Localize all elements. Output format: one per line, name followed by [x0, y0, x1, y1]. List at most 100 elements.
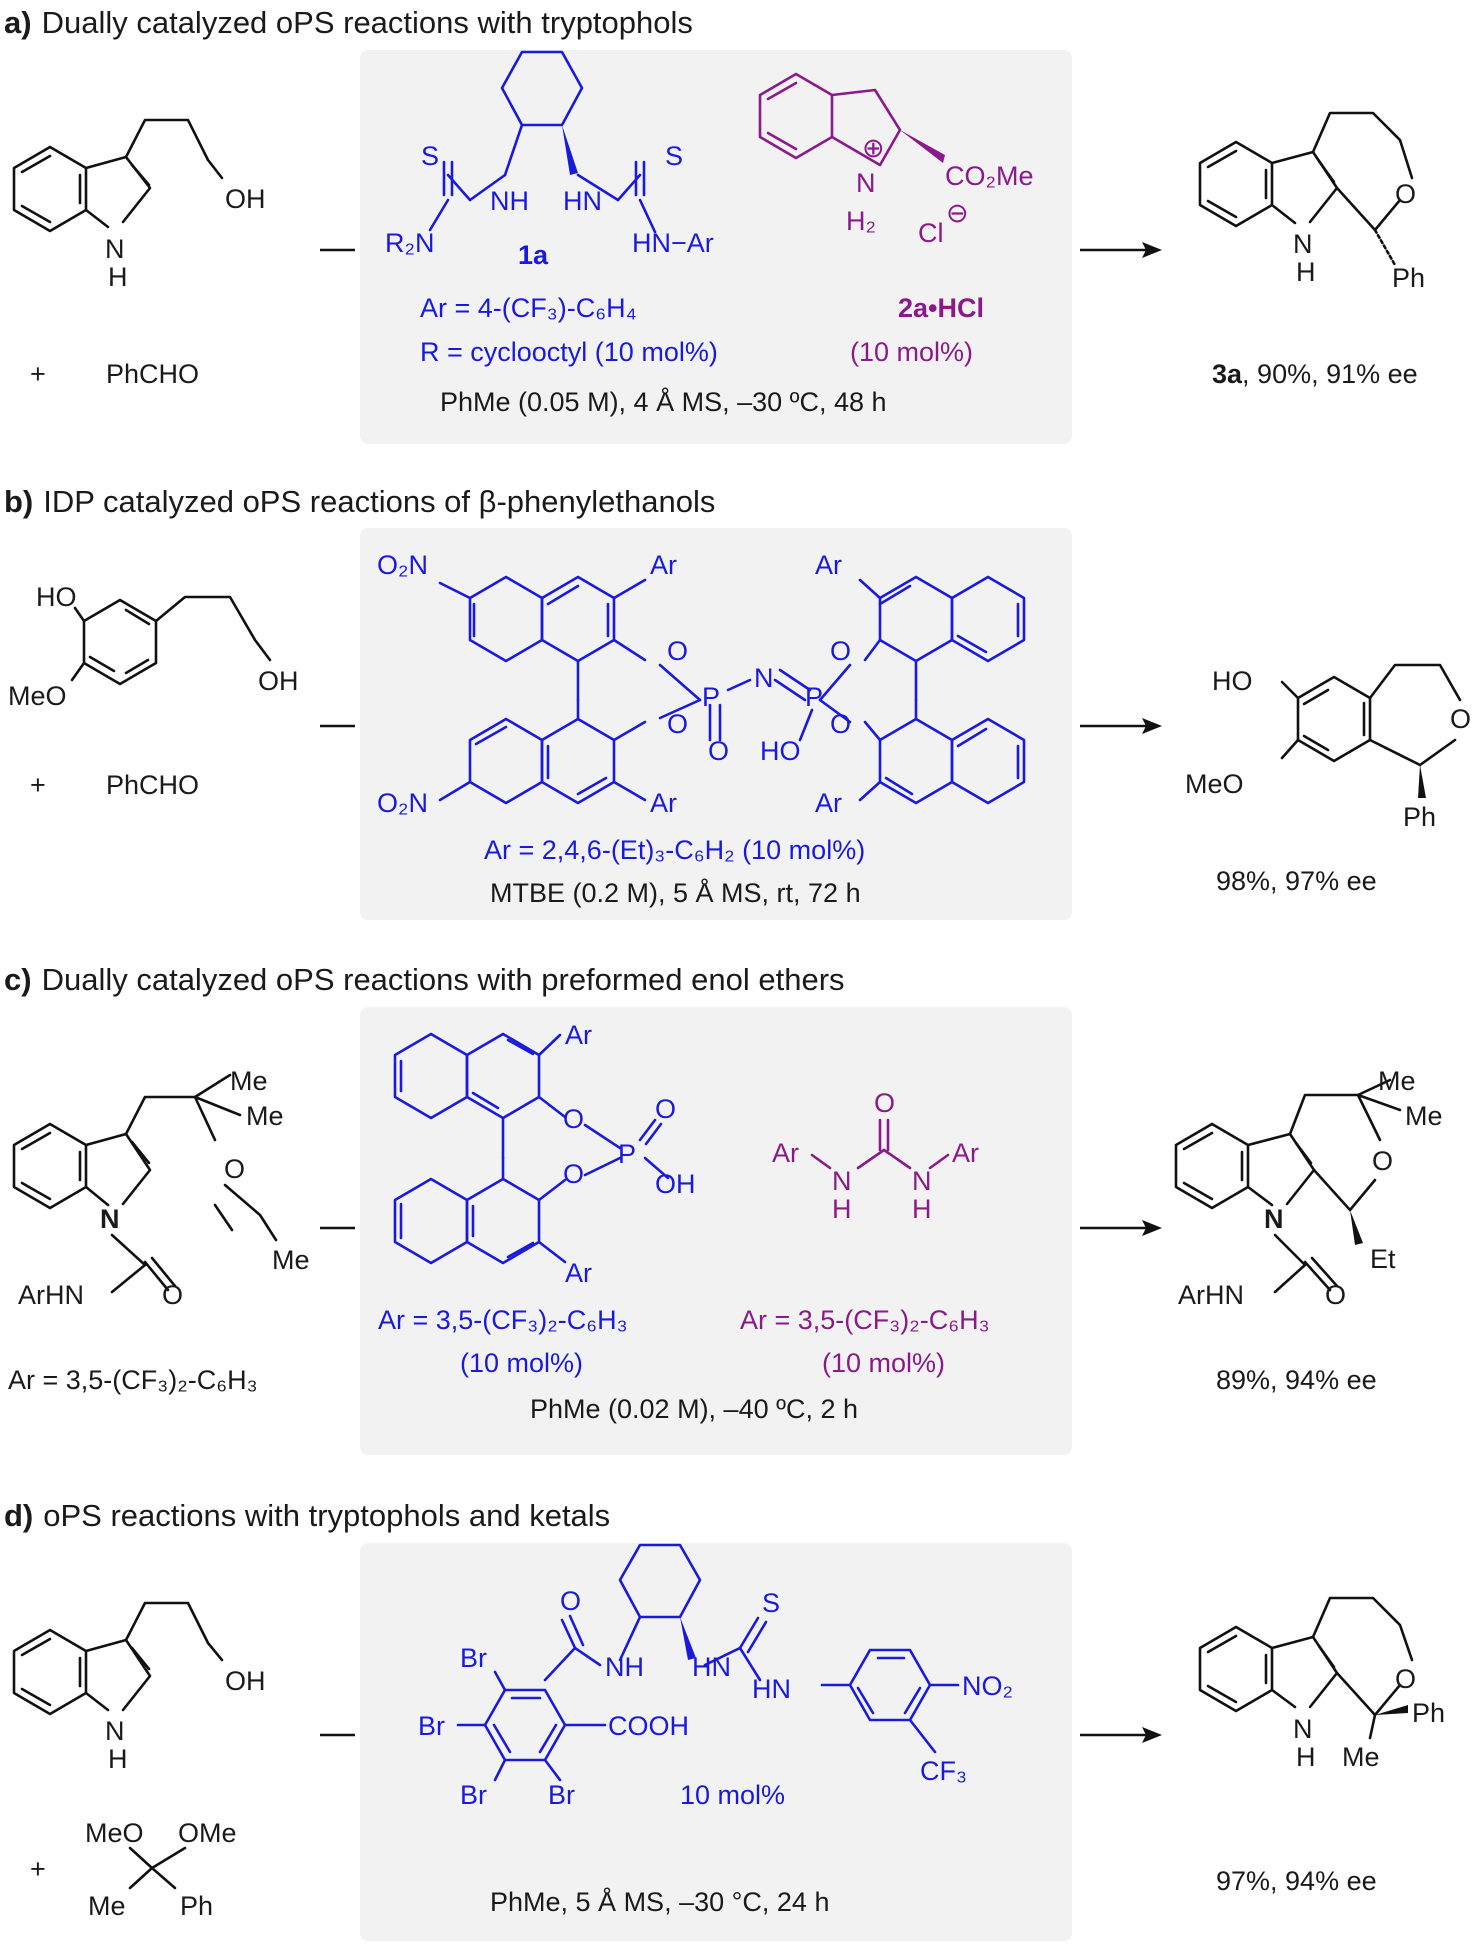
svg-text:P: P	[702, 682, 720, 712]
svg-text:Me: Me	[1405, 1101, 1443, 1131]
svg-text:H: H	[1296, 257, 1316, 287]
svg-text:HN: HN	[752, 1674, 791, 1704]
catalyst-idp: O₂N O₂N Ar Ar Ar Ar O O P N P O HO O O A…	[377, 550, 1026, 865]
svg-text:PhCHO: PhCHO	[106, 359, 199, 389]
section-b: b)IDP catalyzed oPS reactions of β-pheny…	[4, 484, 1471, 920]
svg-text:CF₃: CF₃	[920, 1756, 967, 1786]
svg-text:N: N	[1293, 1714, 1313, 1744]
svg-text:Ar = 3,5-(CF₃)₂-C₆H₃: Ar = 3,5-(CF₃)₂-C₆H₃	[740, 1305, 990, 1335]
svg-text:Ph: Ph	[1412, 1698, 1445, 1728]
svg-text:HN: HN	[692, 1652, 731, 1682]
svg-text:⊕: ⊕	[862, 133, 885, 163]
svg-text:MeO: MeO	[85, 1818, 144, 1848]
svg-text:2a•HCl: 2a•HCl	[898, 293, 984, 323]
svg-text:Me: Me	[272, 1245, 310, 1275]
section-c: c)Dually catalyzed oPS reactions with pr…	[4, 962, 1443, 1455]
arrow-head-b	[1142, 718, 1162, 734]
svg-text:Ar: Ar	[650, 550, 677, 580]
svg-text:P: P	[618, 1139, 636, 1169]
svg-text:97%, 94% ee: 97%, 94% ee	[1216, 1866, 1377, 1896]
svg-text:Ph: Ph	[180, 1891, 213, 1921]
svg-text:ArHN: ArHN	[18, 1280, 84, 1310]
catalyst-urea: O Ar Ar N H N H Ar = 3,5-(CF₃)₂-C₆H₃ (10…	[740, 1088, 990, 1378]
svg-text:OH: OH	[258, 666, 299, 696]
svg-text:Ar: Ar	[650, 788, 677, 818]
svg-text:CO₂Me: CO₂Me	[945, 161, 1034, 191]
svg-text:O₂N: O₂N	[377, 550, 428, 580]
svg-text:89%, 94% ee: 89%, 94% ee	[1216, 1365, 1377, 1395]
svg-text:Me: Me	[230, 1066, 268, 1096]
svg-text:O: O	[563, 1159, 584, 1189]
product-c: Me Me O N Et ArHN O 89%, 94% ee	[1174, 1066, 1443, 1395]
svg-text:H: H	[108, 1744, 128, 1774]
svg-text:O: O	[655, 1094, 676, 1124]
svg-text:H: H	[1296, 1742, 1316, 1772]
svg-text:Ph: Ph	[1392, 263, 1425, 293]
svg-text:10 mol%: 10 mol%	[680, 1780, 785, 1810]
svg-text:Br: Br	[460, 1643, 487, 1673]
svg-text:PhMe, 5 Å MS, –30 °C, 24 h: PhMe, 5 Å MS, –30 °C, 24 h	[490, 1886, 829, 1917]
svg-text:NH: NH	[490, 186, 529, 216]
svg-text:HO: HO	[760, 736, 801, 766]
svg-text:O: O	[667, 636, 688, 666]
svg-text:NO₂: NO₂	[962, 1671, 1013, 1701]
svg-text:O₂N: O₂N	[377, 788, 428, 818]
svg-text:N: N	[105, 234, 125, 264]
substrate-tryptophol-d: OH N H + MeO OMe Me Ph	[12, 1601, 266, 1921]
svg-text:O: O	[1372, 1146, 1393, 1176]
svg-text:Ar = 3,5-(CF₃)₂-C₆H₃: Ar = 3,5-(CF₃)₂-C₆H₃	[378, 1305, 628, 1335]
svg-text:H: H	[108, 262, 128, 292]
svg-text:MeO: MeO	[1185, 769, 1244, 799]
svg-text:MTBE (0.2 M), 5 Å MS, rt, 72 h: MTBE (0.2 M), 5 Å MS, rt, 72 h	[490, 877, 861, 908]
svg-text:N: N	[832, 1166, 852, 1196]
svg-text:H₂: H₂	[846, 206, 876, 236]
svg-text:R₂N: R₂N	[385, 228, 434, 258]
svg-text:Ph: Ph	[1403, 802, 1436, 832]
svg-text:O: O	[563, 1104, 584, 1134]
svg-text:HN: HN	[563, 186, 602, 216]
section-a: a)Dually catalyzed oPS reactions with tr…	[4, 5, 1425, 444]
svg-text:N: N	[754, 663, 774, 693]
svg-text:HO: HO	[36, 582, 77, 612]
svg-text:O: O	[830, 636, 851, 666]
svg-text:O: O	[1395, 179, 1416, 209]
svg-text:(10 mol%): (10 mol%)	[822, 1348, 945, 1378]
svg-text:3a, 90%, 91% ee: 3a, 90%, 91% ee	[1212, 359, 1418, 389]
svg-text:Me: Me	[1342, 1742, 1380, 1772]
svg-text:Br: Br	[460, 1780, 487, 1810]
svg-text:PhMe (0.05 M), 4 Å MS, –30 ºC,: PhMe (0.05 M), 4 Å MS, –30 ºC, 48 h	[440, 386, 887, 417]
svg-text:Ar = 2,4,6-(Et)₃-C₆H₂ (10 mol%: Ar = 2,4,6-(Et)₃-C₆H₂ (10 mol%)	[484, 835, 865, 865]
svg-text:O: O	[1325, 1280, 1346, 1310]
svg-text:Me: Me	[246, 1101, 284, 1131]
svg-text:R = cyclooctyl (10 mol%): R = cyclooctyl (10 mol%)	[420, 337, 718, 367]
svg-text:O: O	[830, 709, 851, 739]
catalyst-box-c	[360, 1007, 1072, 1455]
svg-text:O: O	[874, 1088, 895, 1118]
svg-text:N: N	[856, 168, 876, 198]
arrow-head-c	[1142, 1220, 1162, 1236]
svg-text:N: N	[100, 1204, 120, 1234]
section-d: d)oPS reactions with tryptophols and ket…	[4, 1498, 1445, 1941]
svg-text:O: O	[224, 1154, 245, 1184]
svg-text:OMe: OMe	[178, 1818, 237, 1848]
svg-text:PhCHO: PhCHO	[106, 770, 199, 800]
svg-text:+: +	[30, 359, 46, 389]
svg-text:Me: Me	[88, 1891, 126, 1921]
svg-text:H: H	[912, 1194, 932, 1224]
svg-text:S: S	[421, 141, 439, 171]
svg-text:N: N	[912, 1166, 932, 1196]
catalyst-d: O S NH HN HN Br Br Br Br COOH NO₂ CF₃ 10…	[418, 1543, 1013, 1810]
svg-text:O: O	[560, 1586, 581, 1616]
svg-text:Ar: Ar	[815, 788, 842, 818]
svg-text:H: H	[832, 1194, 852, 1224]
section-b-title: b)IDP catalyzed oPS reactions of β-pheny…	[4, 484, 715, 519]
svg-text:Me: Me	[1378, 1066, 1416, 1096]
svg-text:OH: OH	[225, 1666, 266, 1696]
svg-text:Et: Et	[1370, 1244, 1396, 1274]
svg-text:O: O	[667, 709, 688, 739]
svg-text:P: P	[805, 682, 823, 712]
substrate-tryptophol-a: OH N H + PhCHO	[12, 118, 266, 389]
catalyst-box-b	[360, 528, 1072, 920]
svg-text:Ar: Ar	[952, 1138, 979, 1168]
